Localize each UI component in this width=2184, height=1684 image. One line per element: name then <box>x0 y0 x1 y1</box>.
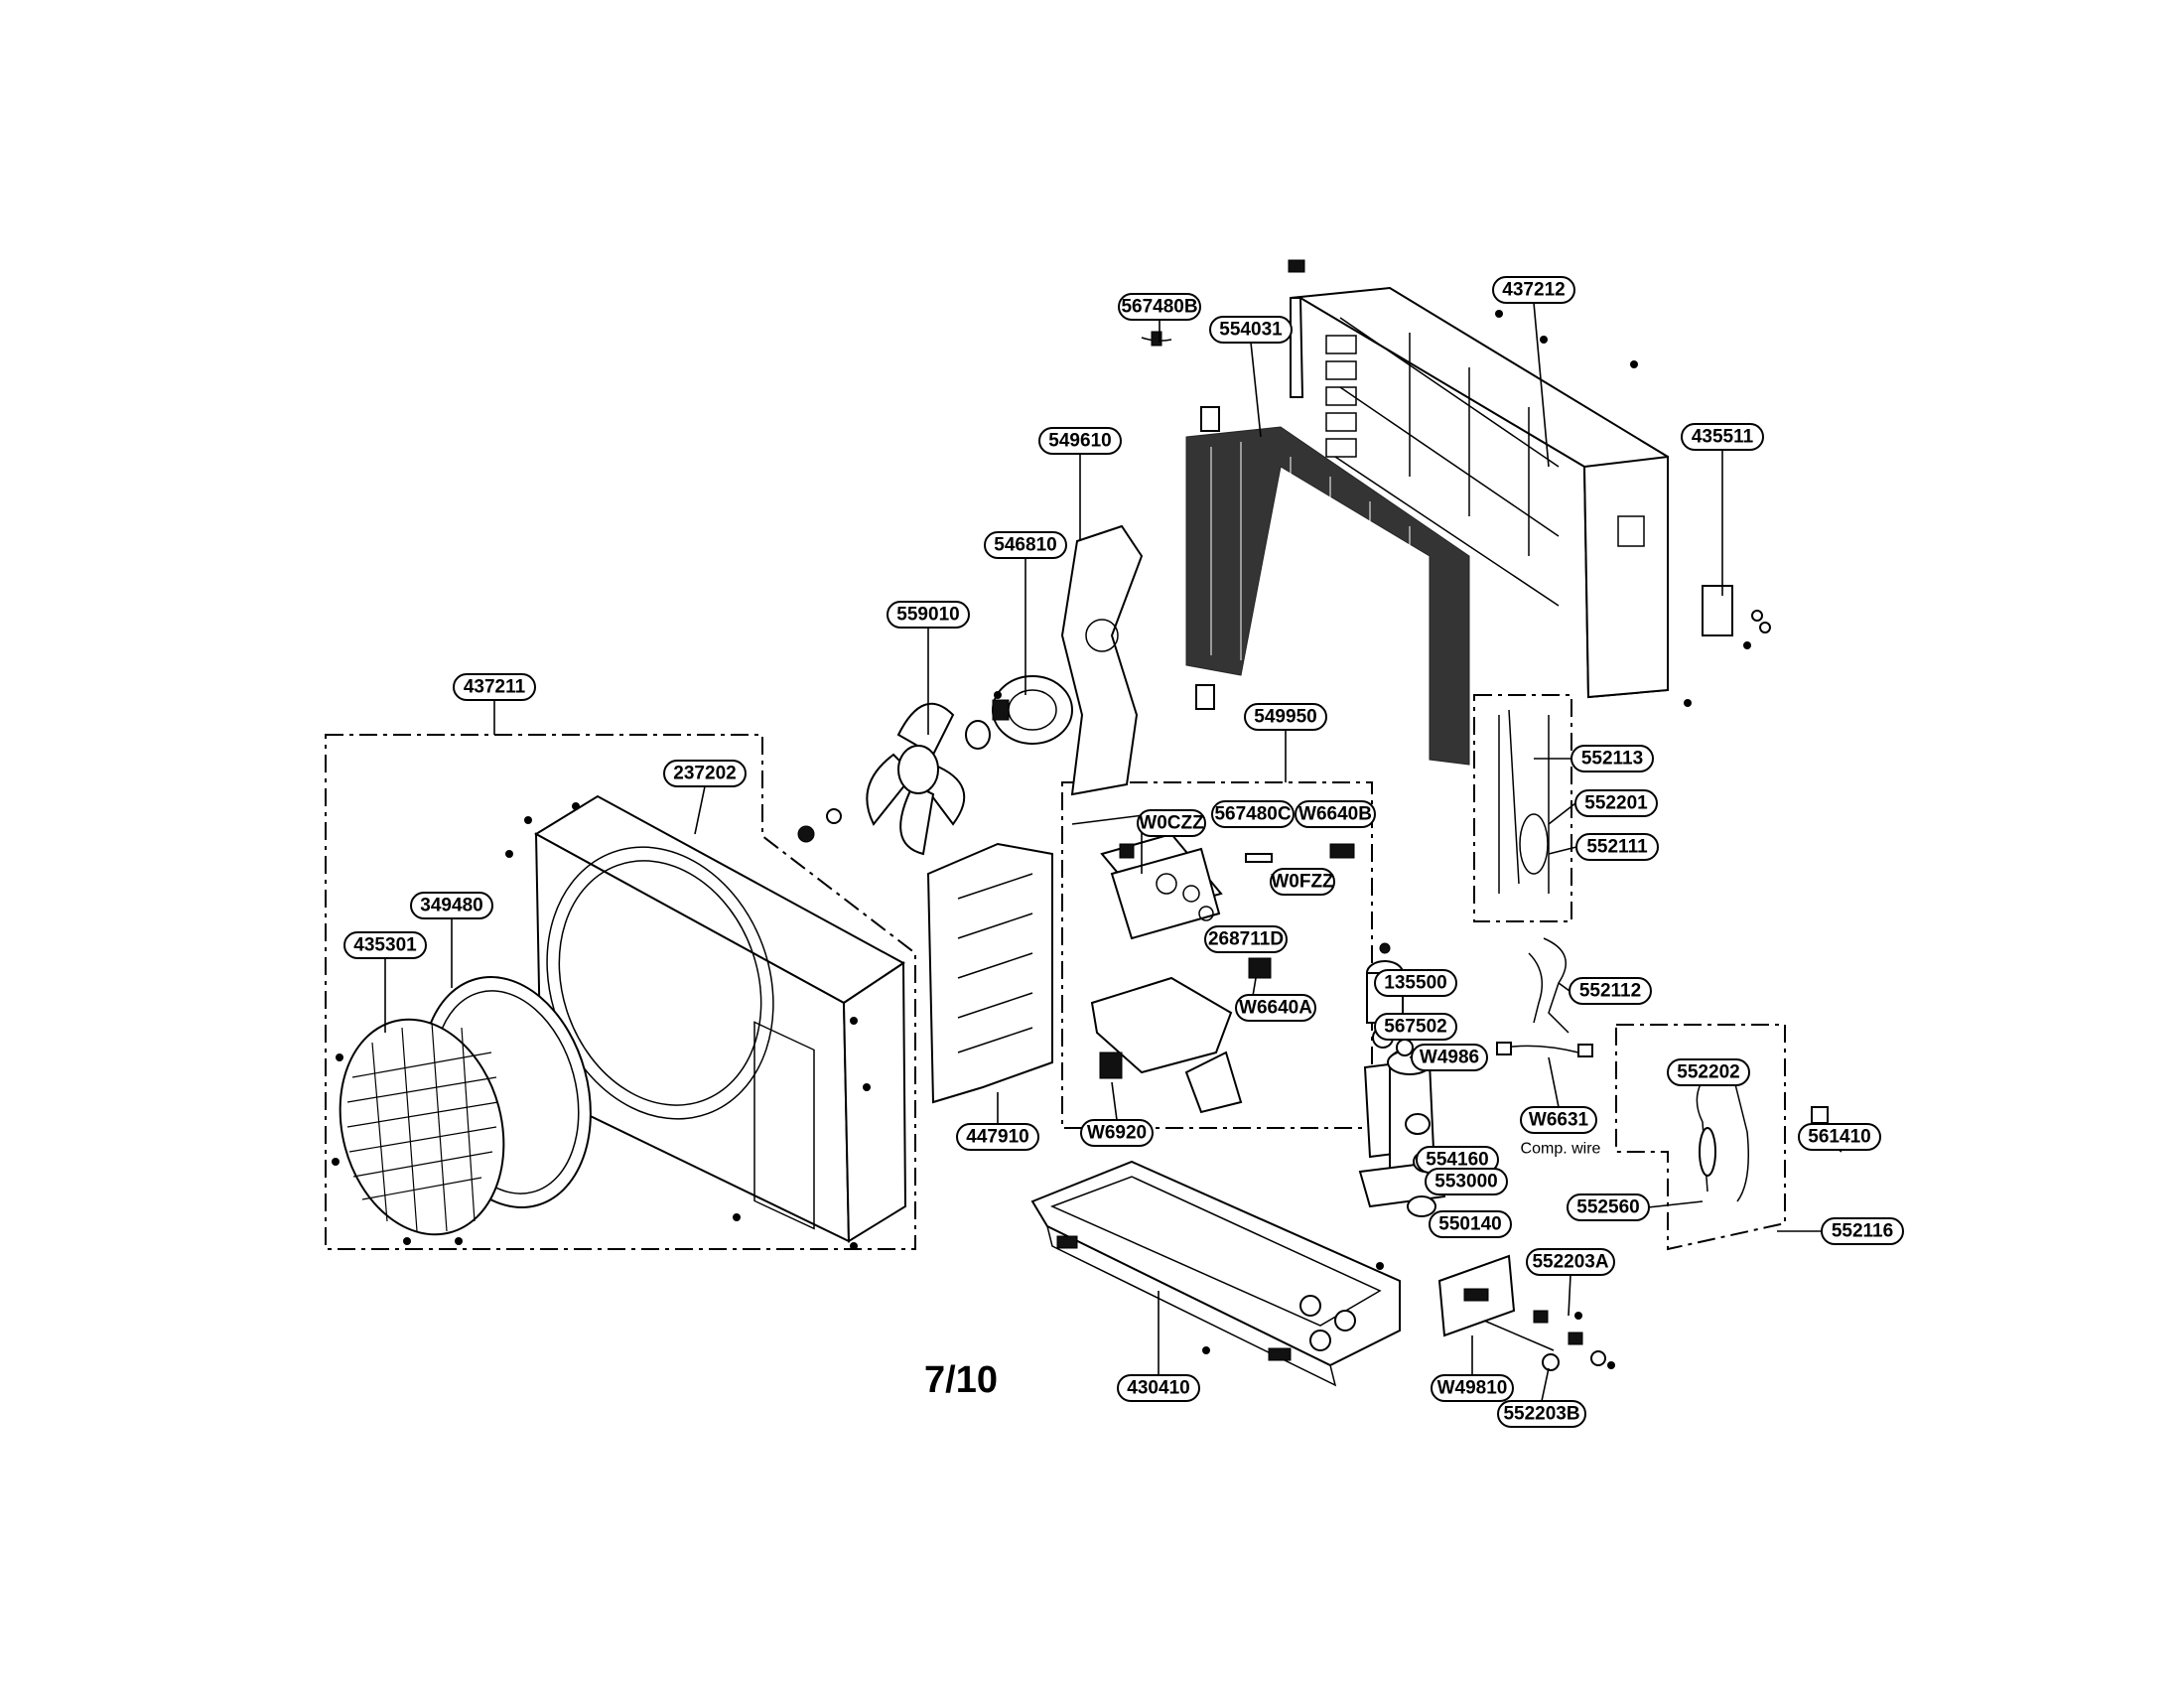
part-label-552202: 552202 <box>1667 1058 1750 1086</box>
part-label-W0FZZ-text: W0FZZ <box>1271 872 1334 893</box>
part-label-561410-text: 561410 <box>1808 1127 1870 1148</box>
part-label-552560: 552560 <box>1567 1193 1650 1221</box>
part-label-552560-text: 552560 <box>1576 1197 1639 1218</box>
condenser-coil <box>1185 406 1470 766</box>
part-label-567480C: 567480C <box>1211 800 1295 828</box>
part-label-W49810-text: W49810 <box>1437 1378 1508 1399</box>
fan-grille <box>332 1018 505 1245</box>
part-label-W6920: W6920 <box>1080 1119 1154 1147</box>
part-label-567502-text: 567502 <box>1384 1017 1446 1038</box>
part-label-552201: 552201 <box>1574 789 1658 817</box>
part-label-437211-text: 437211 <box>464 677 526 698</box>
part-label-559010: 559010 <box>887 601 970 629</box>
part-label-546810-text: 546810 <box>994 535 1056 556</box>
part-label-552116-text: 552116 <box>1832 1221 1893 1242</box>
propeller-fan <box>797 702 991 856</box>
pipe-assembly-box <box>1473 694 1572 922</box>
service-valves <box>1437 1254 1615 1371</box>
part-label-554160-text: 554160 <box>1426 1150 1488 1171</box>
part-label-561410: 561410 <box>1798 1123 1881 1151</box>
part-label-549950: 549950 <box>1244 703 1327 731</box>
part-labels: 567480B 554031 437212 549610 435511 5468… <box>343 276 1904 1428</box>
control-box-parts <box>1090 832 1355 1114</box>
part-label-550140: 550140 <box>1429 1210 1512 1238</box>
part-label-W6640A: W6640A <box>1235 994 1316 1022</box>
base-pan <box>1030 1160 1401 1387</box>
part-label-567480B-text: 567480B <box>1121 297 1197 318</box>
part-label-553000-text: 553000 <box>1434 1172 1497 1193</box>
part-label-430410-text: 430410 <box>1127 1378 1189 1399</box>
part-label-W49810: W49810 <box>1431 1374 1514 1402</box>
part-label-W0FZZ: W0FZZ <box>1270 868 1335 896</box>
part-label-135500: 135500 <box>1374 969 1457 997</box>
part-label-W6631: W6631 <box>1520 1106 1597 1134</box>
part-label-237202: 237202 <box>663 760 747 787</box>
part-label-W6640A-text: W6640A <box>1239 998 1312 1019</box>
part-label-W0CZZ-text: W0CZZ <box>1139 813 1204 834</box>
part-label-W6640B-text: W6640B <box>1298 804 1372 825</box>
part-label-554031-text: 554031 <box>1219 320 1283 341</box>
part-label-268711D-text: 268711D <box>1208 929 1284 950</box>
part-label-435301: 435301 <box>343 931 427 959</box>
page-number: 7/10 <box>924 1359 998 1401</box>
part-label-552112: 552112 <box>1569 977 1652 1005</box>
part-label-437211: 437211 <box>453 673 536 701</box>
part-label-W4986-text: W4986 <box>1420 1048 1479 1068</box>
part-label-554031: 554031 <box>1209 316 1293 344</box>
part-label-552113: 552113 <box>1570 745 1654 772</box>
part-label-437212-text: 437212 <box>1502 280 1565 301</box>
part-label-549610-text: 549610 <box>1048 431 1111 452</box>
part-label-435301-text: 435301 <box>353 935 417 956</box>
part-label-237202-text: 237202 <box>673 764 736 784</box>
part-label-W6920-text: W6920 <box>1087 1123 1147 1144</box>
part-label-W6640B: W6640B <box>1295 800 1376 828</box>
part-label-549950-text: 549950 <box>1254 707 1316 728</box>
valve-assembly-box <box>1615 1024 1786 1251</box>
part-label-552112-text: 552112 <box>1579 981 1641 1002</box>
part-label-550140-text: 550140 <box>1438 1214 1501 1235</box>
fan-motor <box>992 675 1073 745</box>
part-label-552203A-text: 552203A <box>1532 1252 1608 1273</box>
part-label-552113-text: 552113 <box>1581 749 1643 770</box>
assembly-boxes <box>325 694 1786 1251</box>
part-label-349480-text: 349480 <box>420 896 482 916</box>
rear-cabinet <box>1290 286 1669 699</box>
part-label-553000: 553000 <box>1425 1168 1508 1195</box>
part-label-567502: 567502 <box>1374 1013 1457 1041</box>
barrier-panel <box>926 842 1053 1104</box>
part-label-567480C-text: 567480C <box>1214 804 1291 825</box>
part-label-552203B: 552203B <box>1497 1400 1586 1428</box>
part-label-435511: 435511 <box>1681 423 1764 451</box>
part-label-552202-text: 552202 <box>1677 1062 1739 1083</box>
part-label-437212: 437212 <box>1492 276 1575 304</box>
control-box-assembly-box <box>1061 781 1373 1129</box>
part-label-349480: 349480 <box>410 892 493 919</box>
part-label-W0CZZ: W0CZZ <box>1137 809 1206 837</box>
part-label-447910: 447910 <box>956 1123 1039 1151</box>
part-label-549610: 549610 <box>1038 427 1122 455</box>
part-label-567480B: 567480B <box>1118 293 1201 321</box>
part-label-559010-text: 559010 <box>896 605 959 626</box>
part-label-552111-text: 552111 <box>1586 837 1648 858</box>
part-label-552111: 552111 <box>1575 833 1659 861</box>
part-label-546810: 546810 <box>984 531 1067 559</box>
part-label-135500-text: 135500 <box>1384 973 1446 994</box>
front-cabinet <box>505 794 907 1250</box>
motor-mount <box>1060 524 1144 796</box>
part-label-552203B-text: 552203B <box>1503 1404 1579 1425</box>
part-label-268711D: 268711D <box>1204 925 1288 953</box>
part-label-W6631-text: W6631 <box>1529 1110 1589 1131</box>
part-label-430410: 430410 <box>1117 1374 1200 1402</box>
part-label-552203A: 552203A <box>1526 1248 1615 1276</box>
comp-wire-annotation: Comp. wire <box>1521 1141 1601 1158</box>
part-label-552116: 552116 <box>1821 1217 1904 1245</box>
small-parts <box>1141 259 1771 707</box>
refrigerant-pipes <box>1498 709 1570 1034</box>
part-label-447910-text: 447910 <box>966 1127 1028 1148</box>
part-label-W4986: W4986 <box>1411 1044 1488 1071</box>
part-label-435511-text: 435511 <box>1692 427 1754 448</box>
part-label-552201-text: 552201 <box>1584 793 1648 814</box>
parts-drawing <box>332 259 1843 1387</box>
